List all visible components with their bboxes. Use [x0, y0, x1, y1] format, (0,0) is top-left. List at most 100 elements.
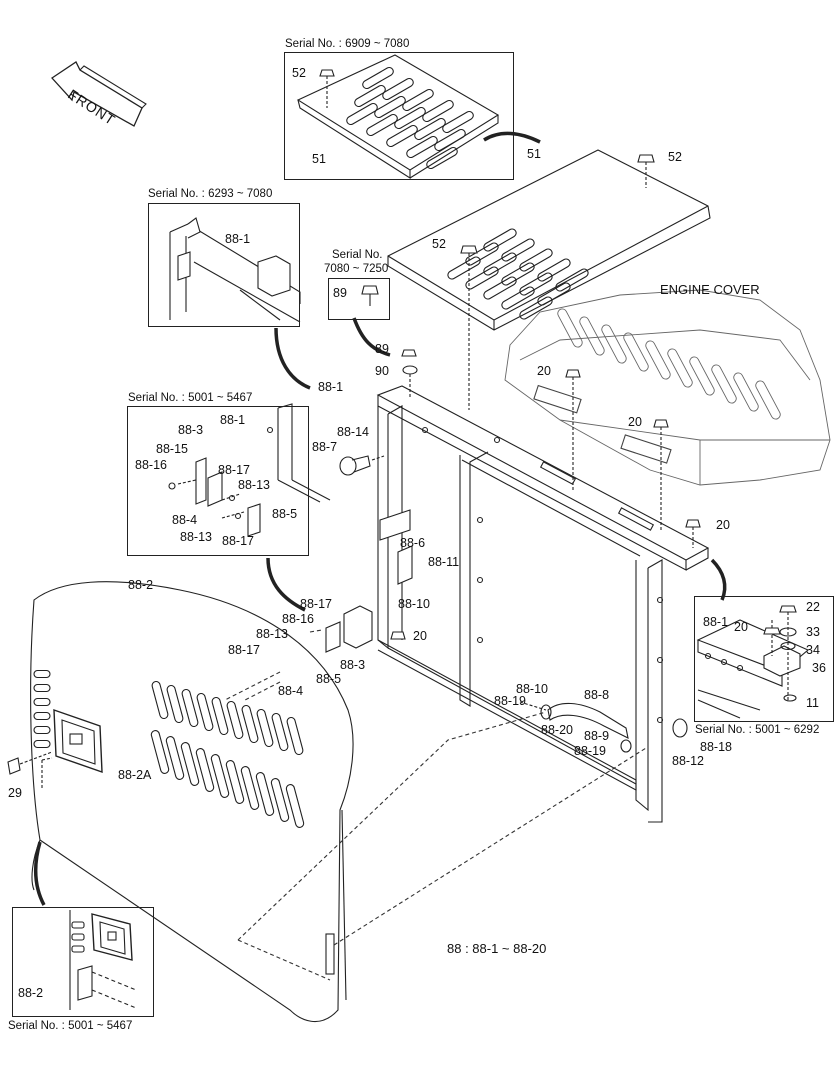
part-label: 36 — [812, 661, 826, 675]
part-label: 88-16 — [135, 458, 167, 472]
part-label: 88-1 — [318, 380, 344, 394]
part-label: 88-17 — [218, 463, 250, 477]
part-label: 88-14 — [337, 425, 369, 439]
inset-small-serial-1: Serial No. — [332, 249, 383, 261]
vent-slot — [366, 113, 398, 137]
part-label: 88-10 — [398, 597, 430, 611]
vent-slot — [382, 77, 414, 101]
part-label: 90 — [375, 364, 389, 378]
part-label: 88-7 — [312, 440, 338, 454]
part-label: 88-19 — [494, 694, 526, 708]
part-label: 34 — [806, 643, 820, 657]
part-label: 20 — [716, 518, 730, 532]
vent-slot — [733, 372, 759, 412]
rod-88-8 — [519, 701, 688, 753]
part-label: 88-1 — [225, 232, 251, 246]
vent-slot — [256, 708, 274, 748]
part-label: 88-4 — [278, 684, 304, 698]
vent-slot — [465, 266, 499, 290]
bolt-icon — [390, 349, 701, 640]
part-label: 88-2 — [128, 578, 154, 592]
vent-slot — [555, 268, 589, 292]
vent-slot — [406, 135, 438, 159]
inset-upper-left-serial: Serial No. : 6293 ~ 7080 — [148, 188, 273, 200]
vent-slot — [426, 146, 458, 170]
vent-slot — [711, 364, 737, 404]
part-label: 11 — [806, 696, 819, 710]
vent-slot — [240, 766, 260, 810]
inset-right-serial: Serial No. : 5001 ~ 6292 — [695, 724, 820, 736]
part-label: 88-12 — [672, 754, 704, 768]
top-inset-plate — [296, 54, 500, 180]
vent-slot — [442, 110, 474, 134]
hinge-icon — [325, 933, 335, 975]
vent-slot — [447, 256, 481, 280]
part-label: 88-11 — [428, 555, 460, 569]
vent-slot — [374, 95, 406, 119]
vent-slot — [180, 742, 200, 786]
part-label: 88-5 — [316, 672, 342, 686]
part-label: 88-2A — [118, 768, 152, 782]
vent-slot — [465, 242, 499, 266]
engine-cover-vents — [557, 308, 781, 420]
part-label: 88-13 — [256, 627, 288, 641]
vent-slot — [483, 276, 517, 300]
part-label: 20 — [628, 415, 642, 429]
inset-right — [694, 596, 834, 722]
footnote-label: 88 : 88-1 ~ 88-20 — [447, 941, 547, 956]
inset-upper-left — [148, 203, 300, 327]
vent-slot — [434, 128, 466, 152]
vent-slot — [271, 712, 289, 752]
part-label: 88-5 — [272, 507, 298, 521]
vent-slot — [151, 680, 169, 720]
vent-slot — [601, 324, 627, 364]
part-label: 88-19 — [574, 744, 606, 758]
bottom-left-inset-drawing — [69, 910, 137, 1010]
hinge-icon — [533, 384, 672, 464]
left-mid-inset-drawing — [168, 403, 331, 537]
vent-slot — [483, 228, 517, 252]
vent-slot — [210, 754, 230, 798]
knob-icon — [7, 751, 53, 790]
bolt-icon — [361, 285, 379, 306]
vent-slot — [33, 725, 51, 735]
inset-top-serial: Serial No. : 6909 ~ 7080 — [285, 38, 410, 50]
inset-bottom-left-serial: Serial No. : 5001 ~ 5467 — [8, 1020, 133, 1032]
part-label: 88-20 — [541, 723, 573, 737]
inset-bottom-left — [12, 907, 154, 1017]
vent-slot — [519, 272, 553, 296]
vent-slot — [33, 739, 51, 749]
part-label: 29 — [8, 786, 22, 800]
vent-slot — [645, 340, 671, 380]
vent-slot — [150, 730, 170, 774]
part-label: 88-3 — [178, 423, 204, 437]
side-door-panel — [30, 581, 354, 1022]
vent-slot — [519, 248, 553, 272]
part-label: 20 — [734, 620, 748, 634]
vent-slot — [557, 308, 583, 348]
part-label: 52 — [432, 237, 446, 251]
vent-slot — [225, 760, 245, 804]
vent-slot — [211, 696, 229, 736]
vent-slot — [33, 697, 51, 707]
vent-slot — [623, 332, 649, 372]
inset-small — [328, 278, 390, 320]
part-label: 88-17 — [228, 643, 260, 657]
part-label: 88-8 — [584, 688, 610, 702]
part-label: 88-9 — [584, 729, 610, 743]
inset-left-mid-serial: Serial No. : 5001 ~ 5467 — [128, 392, 253, 404]
part-label: 89 — [375, 342, 389, 356]
upper-left-inset-drawing — [169, 217, 301, 323]
vent-slot — [386, 124, 418, 148]
right-inset-drawing — [696, 605, 810, 719]
part-label: 88-18 — [700, 740, 732, 754]
part-label: 52 — [668, 150, 682, 164]
vent-slot — [33, 669, 51, 679]
bolt-icon — [460, 154, 655, 410]
vent-slot — [414, 117, 446, 141]
radiator-frame — [376, 385, 710, 823]
part-label: 22 — [806, 600, 820, 614]
vent-slot — [667, 348, 693, 388]
inset-small-serial-2: 7080 ~ 7250 — [324, 263, 389, 275]
